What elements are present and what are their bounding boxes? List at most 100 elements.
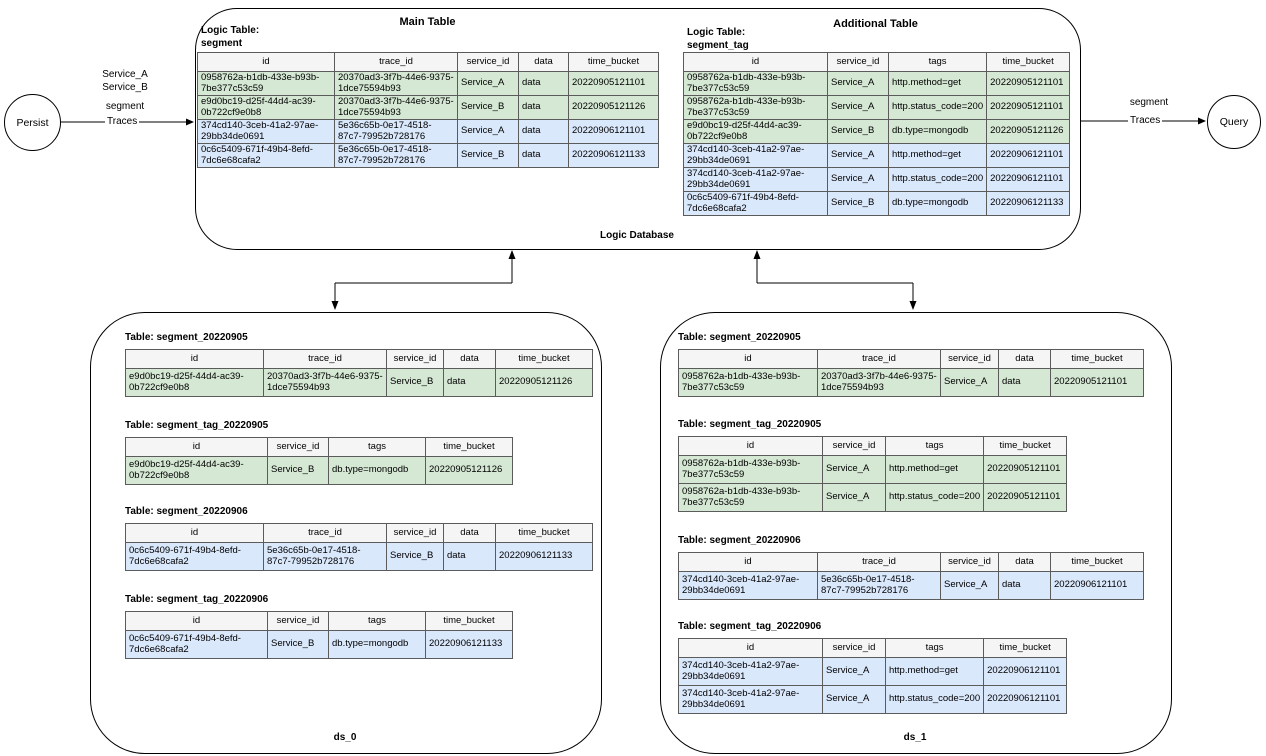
ds1-label: ds_1: [903, 732, 927, 743]
ds0-table-caption-segment-tag-20220905: Table: segment_tag_20220905: [125, 420, 269, 431]
column-header: service_id: [940, 349, 999, 369]
column-header: id: [678, 436, 823, 456]
column-header: data: [998, 552, 1051, 572]
table-cell: e9d0bc19-d25f-44d4-ac39-0b722cf9e0b8: [683, 119, 828, 144]
additional-logic-table-caption-line1: Logic Table:: [687, 27, 746, 38]
table-cell: 20220906121101: [986, 167, 1071, 192]
main-logic-table-caption-line1: Logic Table:: [201, 25, 260, 36]
right-flow-label-segment: segment: [1129, 97, 1169, 108]
column-header: trace_id: [817, 552, 941, 572]
table-cell: 374cd140-3ceb-41a2-97ae-29bb34de0691: [683, 167, 828, 192]
column-header: service_id: [386, 349, 444, 369]
column-header: tags: [328, 611, 426, 631]
table-cell: http.status_code=200: [887, 95, 988, 120]
ds0-table-caption-segment-20220906: Table: segment_20220906: [125, 506, 248, 517]
table-cell: Service_B: [386, 542, 444, 571]
left-flow-label-service-a: Service_A: [102, 69, 148, 80]
table-cell: Service_A: [940, 571, 999, 600]
table-cell: data: [518, 95, 569, 120]
table-cell: 0958762a-b1db-433e-b93b-7be377c53c59: [678, 455, 823, 484]
table-cell: 374cd140-3ceb-41a2-97ae-29bb34de0691: [678, 657, 823, 686]
table-cell: 20220906121133: [425, 630, 513, 659]
table-cell: db.type=mongodb: [328, 630, 426, 659]
table-cell: Service_B: [827, 191, 889, 216]
table-cell: 20370ad3-3f7b-44e6-9375-1dce75594b93: [334, 71, 458, 96]
column-header: service_id: [457, 52, 519, 72]
table-cell: db.type=mongodb: [887, 119, 988, 144]
column-header: tags: [884, 436, 985, 456]
table-cell: http.method=get: [884, 657, 985, 686]
query-node: Query: [1207, 95, 1261, 149]
column-header: tags: [884, 638, 985, 658]
column-header: data: [443, 523, 496, 543]
column-header: time_bucket: [568, 52, 659, 72]
column-header: time_bucket: [495, 349, 593, 369]
table-cell: 20220905121101: [986, 95, 1071, 120]
table-cell: 0958762a-b1db-433e-b93b-7be377c53c59: [683, 95, 828, 120]
column-header: trace_id: [334, 52, 458, 72]
table-cell: Service_A: [827, 143, 889, 168]
column-header: time_bucket: [1050, 552, 1144, 572]
table-cell: 20220906121101: [983, 685, 1068, 714]
table-cell: 5e36c65b-0e17-4518-87c7-79952b728176: [334, 119, 458, 144]
table-cell: 374cd140-3ceb-41a2-97ae-29bb34de0691: [678, 571, 818, 600]
column-header: service_id: [822, 436, 886, 456]
table-cell: e9d0bc19-d25f-44d4-ac39-0b722cf9e0b8: [125, 456, 268, 485]
left-flow-label-segment: segment: [105, 101, 145, 112]
table-cell: 20220905121126: [986, 119, 1071, 144]
table-cell: 20220905121101: [986, 71, 1071, 96]
column-header: data: [443, 349, 496, 369]
table-cell: 0c6c5409-671f-49b4-8efd-7dc6e68cafa2: [125, 630, 268, 659]
table-cell: 5e36c65b-0e17-4518-87c7-79952b728176: [817, 571, 941, 600]
table-cell: 5e36c65b-0e17-4518-87c7-79952b728176: [334, 143, 458, 168]
table-cell: Service_A: [940, 368, 999, 397]
table-cell: 374cd140-3ceb-41a2-97ae-29bb34de0691: [678, 685, 823, 714]
table-cell: Service_A: [822, 455, 886, 484]
persist-node: Persist: [4, 94, 61, 151]
additional-table-title: Additional Table: [833, 18, 918, 30]
table-cell: data: [998, 368, 1051, 397]
column-header: data: [998, 349, 1051, 369]
table-cell: Service_B: [827, 119, 889, 144]
table-cell: 20220905121126: [495, 368, 593, 397]
ds0-connector: [331, 250, 516, 310]
table-cell: Service_A: [827, 95, 889, 120]
table-cell: 20220906121133: [986, 191, 1071, 216]
table-cell: 0958762a-b1db-433e-b93b-7be377c53c59: [678, 368, 818, 397]
table-cell: 20220905121101: [983, 455, 1068, 484]
column-header: id: [197, 52, 335, 72]
table-cell: 20370ad3-3f7b-44e6-9375-1dce75594b93: [263, 368, 387, 397]
table-cell: Service_A: [822, 685, 886, 714]
column-header: time_bucket: [495, 523, 593, 543]
main-logic-table-caption-line2: segment: [201, 38, 243, 49]
column-header: id: [125, 523, 264, 543]
table-cell: 374cd140-3ceb-41a2-97ae-29bb34de0691: [683, 143, 828, 168]
table-cell: 20220906121133: [568, 143, 659, 168]
ds1-table-caption-segment-tag-20220906: Table: segment_tag_20220906: [678, 621, 822, 632]
column-header: time_bucket: [986, 52, 1071, 72]
table-cell: 20220905121126: [568, 95, 659, 120]
column-header: id: [125, 437, 268, 457]
column-header: tags: [887, 52, 988, 72]
column-header: tags: [328, 437, 426, 457]
column-header: id: [678, 349, 818, 369]
table-cell: Service_B: [457, 143, 519, 168]
query-node-label: Query: [1219, 116, 1249, 128]
